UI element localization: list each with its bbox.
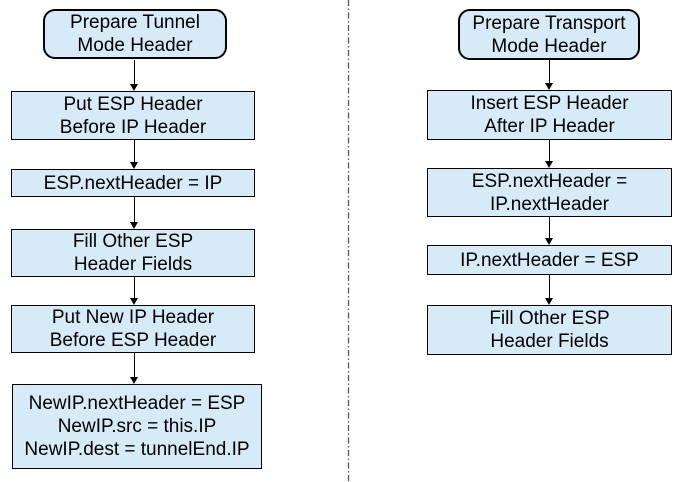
- arrow-down-connector: [130, 60, 139, 91]
- flow-node-insert-esp-header-after-ip: Insert ESP Header After IP Header: [427, 90, 672, 140]
- flow-node-fill-other-esp-fields-transport: Fill Other ESP Header Fields: [427, 305, 672, 355]
- flow-node-prepare-tunnel-mode-header: Prepare Tunnel Mode Header: [43, 9, 227, 59]
- arrow-down-connector: [130, 277, 139, 305]
- flow-node-esp-nextheader-ip: ESP.nextHeader = IP: [11, 169, 255, 197]
- arrow-down-connector: [545, 60, 554, 90]
- arrow-down-connector: [130, 197, 139, 229]
- flow-node-prepare-transport-mode-header: Prepare Transport Mode Header: [458, 9, 640, 60]
- divider-dashed-line: [347, 0, 350, 482]
- arrow-down-connector: [545, 275, 554, 305]
- flow-node-esp-nextheader-ip-nextheader: ESP.nextHeader = IP.nextHeader: [427, 168, 672, 217]
- arrow-down-connector: [130, 140, 139, 169]
- flow-node-newip-field-assignments: NewIP.nextHeader = ESP NewIP.src = this.…: [12, 384, 262, 469]
- flow-node-fill-other-esp-fields: Fill Other ESP Header Fields: [11, 229, 255, 277]
- arrow-down-connector: [545, 217, 554, 245]
- flow-node-put-esp-header-before-ip: Put ESP Header Before IP Header: [11, 91, 255, 140]
- arrow-down-connector: [130, 353, 139, 384]
- arrow-down-connector: [545, 140, 554, 168]
- flow-node-ip-nextheader-esp: IP.nextHeader = ESP: [427, 245, 672, 275]
- flow-node-put-new-ip-header: Put New IP Header Before ESP Header: [11, 305, 255, 353]
